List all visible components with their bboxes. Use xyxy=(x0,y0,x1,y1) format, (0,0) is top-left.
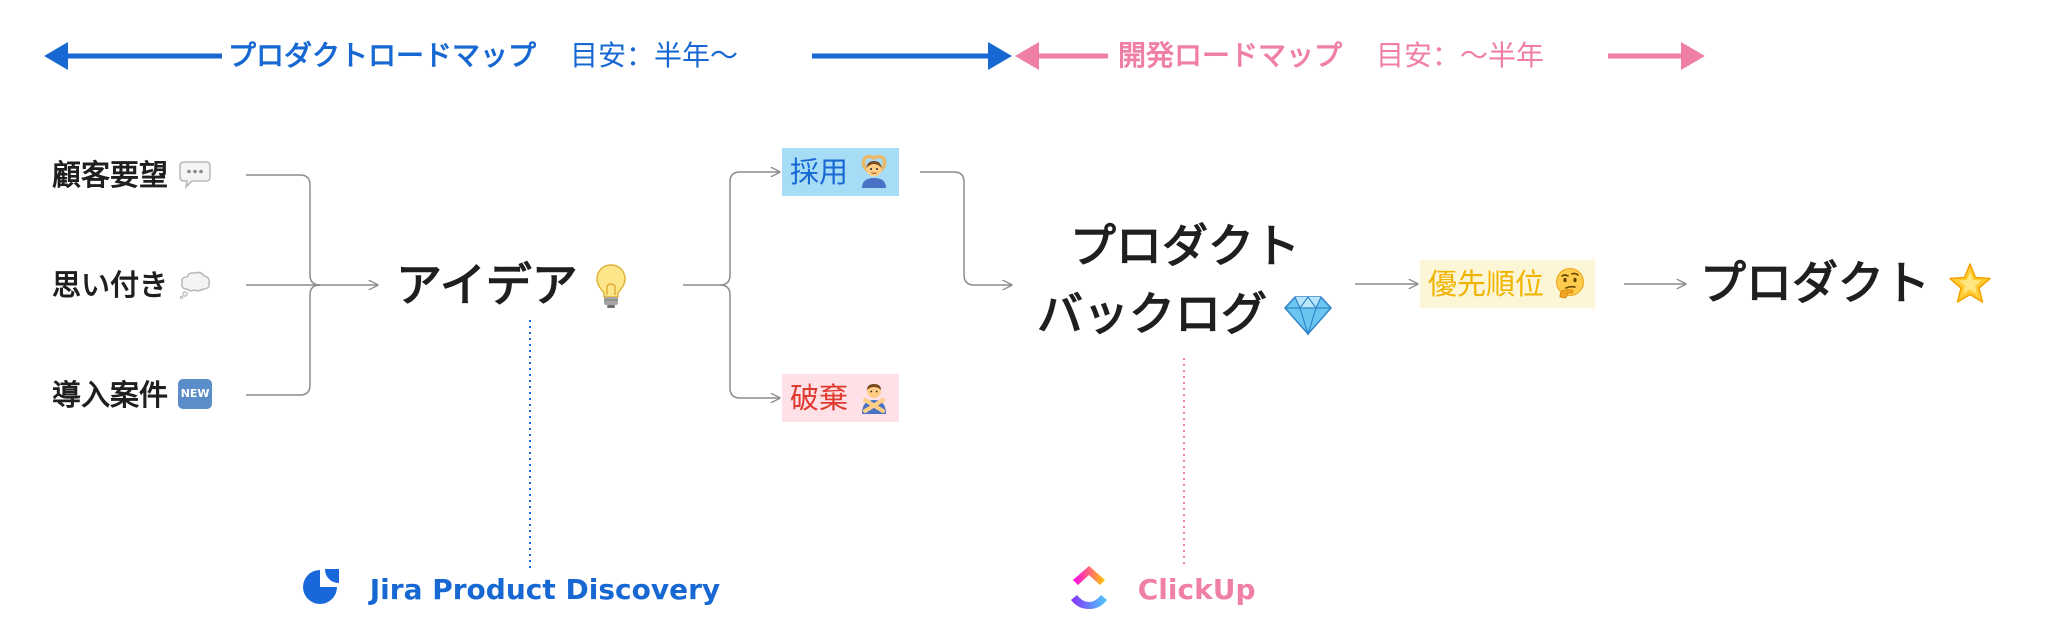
gem-icon xyxy=(1283,295,1333,336)
jira-tool-name: Jira Product Discovery xyxy=(369,573,721,606)
idea-label: アイデア xyxy=(396,258,578,312)
discard-node: 破棄 xyxy=(782,374,900,422)
clickup-tool-name: ClickUp xyxy=(1137,573,1256,606)
dev-roadmap-arrow xyxy=(1015,42,1705,70)
dev-roadmap-label: 開発ロードマップ xyxy=(1118,39,1343,72)
product-roadmap-header: プロダクトロードマップ目安：半年〜 xyxy=(228,36,738,76)
source-inspirations: 思い付き xyxy=(52,265,212,305)
jira-product-discovery-tool: Jira Product Discovery xyxy=(298,568,720,614)
idea-node: アイデア xyxy=(396,252,628,318)
priority-node: 優先順位 xyxy=(1420,260,1596,308)
source-label: 思い付き xyxy=(52,268,169,302)
person-ok-gesture-icon xyxy=(861,154,887,188)
light-bulb-icon xyxy=(595,263,626,308)
speech-bubble-icon xyxy=(179,161,211,189)
adopt-node: 採用 xyxy=(782,148,900,196)
product-label: プロダクト xyxy=(1700,256,1930,310)
adopt-label: 採用 xyxy=(790,155,849,189)
clickup-tool: ClickUp xyxy=(1064,566,1256,616)
adopt-to-backlog-connector xyxy=(920,171,1012,285)
source-label: 顧客要望 xyxy=(52,158,169,192)
dev-roadmap-header: 開発ロードマップ目安：〜半年 xyxy=(1118,36,1544,76)
person-no-gesture-icon xyxy=(862,384,887,414)
glowing-star-icon xyxy=(1949,262,1991,303)
backlog-line2: バックログ xyxy=(1036,287,1267,341)
sources-to-idea-connector xyxy=(246,174,378,396)
product-roadmap-estimate: 目安：半年〜 xyxy=(570,39,739,72)
thought-bubble-icon xyxy=(179,271,211,299)
source-label: 導入案件 xyxy=(52,378,169,412)
product-roadmap-label: プロダクトロードマップ xyxy=(228,39,537,72)
backlog-line1: プロダクト xyxy=(1070,219,1300,273)
source-customer-requests: 顧客要望 xyxy=(52,155,212,195)
dev-roadmap-estimate: 目安：〜半年 xyxy=(1376,39,1545,72)
clickup-logo-icon xyxy=(1071,566,1107,609)
new-badge-icon: NEW xyxy=(178,379,213,409)
discard-label: 破棄 xyxy=(790,381,849,415)
product-node: プロダクト xyxy=(1700,250,1994,316)
backlog-node: プロダクト バックログ xyxy=(1020,212,1350,348)
idea-branch-connector xyxy=(683,172,780,398)
thinking-face-icon xyxy=(1556,268,1585,299)
source-deployment-cases: 導入案件 NEW xyxy=(52,375,213,415)
jira-product-discovery-logo-icon xyxy=(303,569,339,604)
priority-label: 優先順位 xyxy=(1428,267,1545,301)
product-roadmap-arrow xyxy=(44,42,1012,70)
backlog-line2-row: バックログ xyxy=(1020,280,1350,348)
